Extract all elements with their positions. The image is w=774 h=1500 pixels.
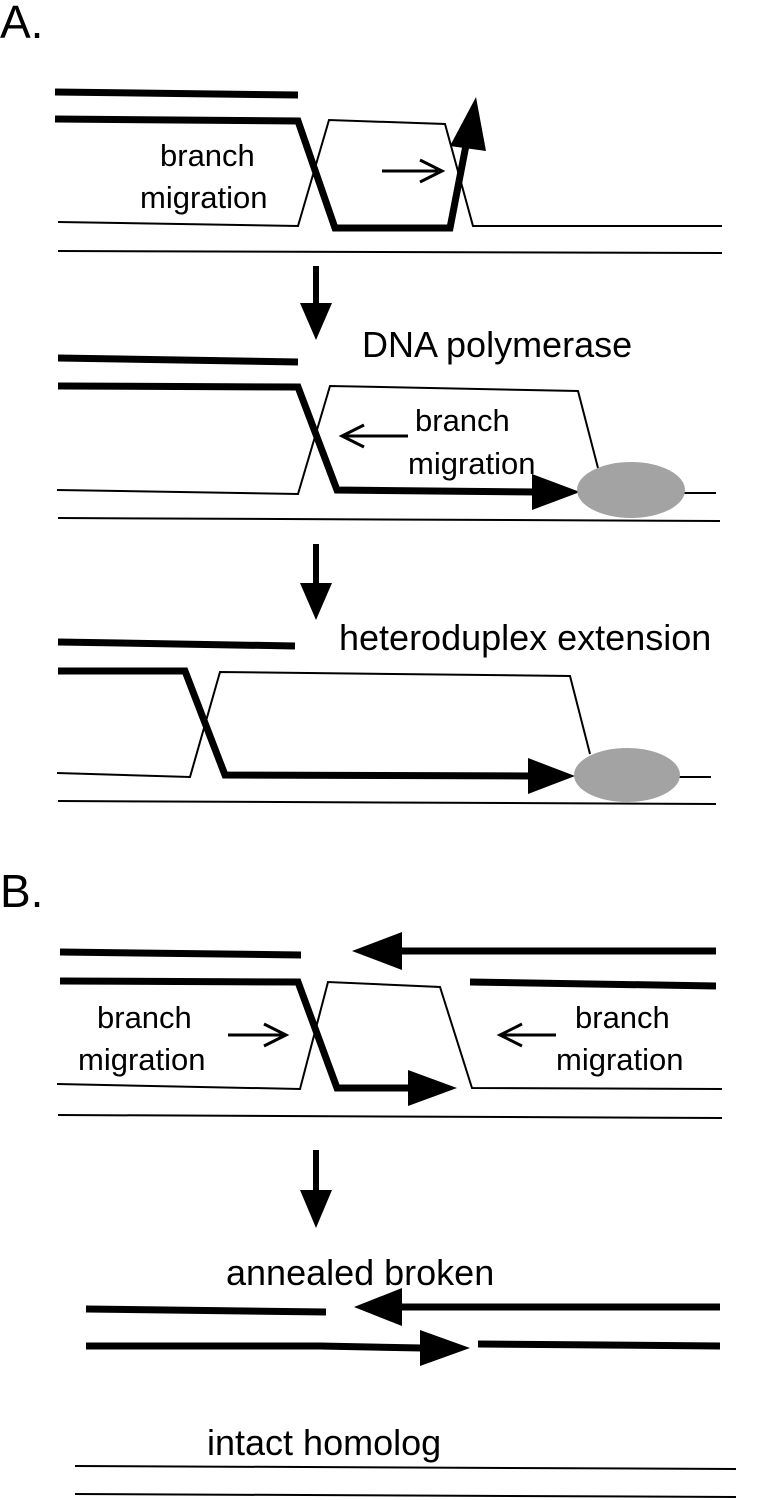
annealed-strand-bottom-left	[86, 1342, 423, 1352]
down-arrow-1	[300, 266, 332, 340]
branch-migration-arrowhead-left-b	[496, 1022, 523, 1048]
template-strand-3	[57, 800, 717, 805]
extended-strand	[57, 382, 539, 496]
broken-strand-left-top	[59, 948, 302, 959]
broken-strand-top-2	[57, 354, 299, 366]
step2-label-line1: branch	[415, 403, 510, 438]
displaced-strand-3	[56, 670, 591, 779]
panel-b-right-label-line2: migration	[556, 1042, 684, 1077]
invading-strand	[54, 115, 471, 232]
annealed-top-arrowhead	[354, 1288, 402, 1326]
step3-title: heteroduplex extension	[339, 617, 711, 658]
panel-b-molecule	[56, 932, 723, 1119]
broken-strand-top-3	[57, 638, 296, 650]
panel-a-label: A.	[0, 0, 43, 48]
branch-migration-arrowhead	[419, 158, 446, 184]
displaced-strand-b	[56, 980, 723, 1091]
step1-label-line1: branch	[160, 138, 255, 173]
dna-polymerase-3	[574, 748, 680, 802]
second-end-arrowhead	[352, 932, 402, 970]
template-strand-b	[57, 1114, 723, 1119]
template-strand	[57, 250, 723, 254]
invading-strand-b-arrowhead	[408, 1070, 457, 1106]
intact-homolog	[74, 1465, 737, 1498]
branch-migration-arrowhead-left	[338, 423, 365, 449]
step1-label-line2: migration	[140, 180, 268, 215]
invading-strand-arrowhead	[450, 97, 486, 151]
homolog-strand-bottom	[74, 1493, 737, 1498]
panel-b-homolog-label: intact homolog	[207, 1422, 441, 1463]
displaced-strand	[57, 118, 722, 228]
extended-strand-arrowhead	[532, 474, 580, 510]
broken-strand-top	[54, 88, 299, 99]
panel-a-step1-molecule	[54, 88, 723, 254]
step2-title: DNA polymerase	[362, 324, 632, 365]
panel-a-step2-molecule	[56, 354, 721, 522]
template-strand-2	[57, 517, 721, 522]
heteroduplex-strand	[58, 667, 531, 780]
annealed-strand-bottom-right	[477, 1340, 721, 1350]
broken-strand-right	[469, 978, 717, 990]
panel-b-label: B.	[0, 865, 43, 917]
annealed-bottom-arrowhead	[420, 1330, 470, 1366]
panel-b-left-label-line1: branch	[97, 1000, 192, 1035]
annealed-broken-molecule	[85, 1288, 721, 1366]
panel-b-left-label-line2: migration	[78, 1042, 206, 1077]
dna-polymerase	[577, 462, 685, 518]
step2-label-line2: migration	[408, 446, 536, 481]
panel-b-right-label-line1: branch	[575, 1000, 670, 1035]
homolog-strand-top	[74, 1465, 737, 1470]
panel-a-step3-molecule	[56, 638, 717, 805]
down-arrow-2	[300, 544, 332, 620]
annealed-strand-top-left	[85, 1305, 327, 1316]
heteroduplex-strand-arrowhead	[528, 758, 575, 794]
invading-strand-b	[59, 977, 410, 1092]
displaced-strand-2	[56, 384, 599, 496]
down-arrow-3	[300, 1150, 332, 1228]
branch-migration-arrowhead-right	[263, 1022, 290, 1048]
panel-b-result-title: annealed broken	[226, 1252, 494, 1293]
